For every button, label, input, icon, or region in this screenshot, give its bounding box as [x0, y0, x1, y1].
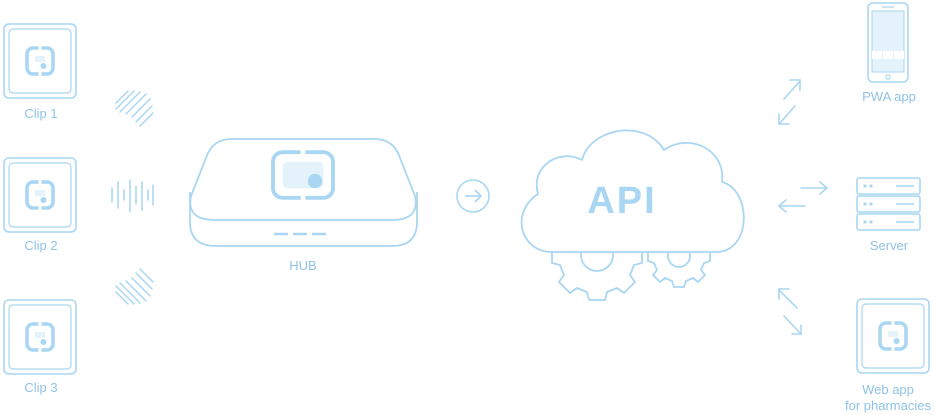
bidirectional-arrow-server-icon	[777, 181, 829, 213]
arrow-right-circle-icon	[456, 179, 490, 213]
clip1-device-icon	[4, 24, 76, 98]
clip2-device-icon	[4, 158, 76, 232]
bidirectional-arrow-pwa-icon	[778, 79, 801, 125]
phone-icon	[867, 2, 909, 83]
clip2-label: Clip 2	[24, 238, 58, 253]
webapp-tile-icon	[857, 299, 929, 373]
pwa-label: PWA app	[862, 89, 916, 104]
clip1-label: Clip 1	[24, 106, 58, 121]
hub-label: HUB	[289, 258, 317, 273]
cloud-api-icon	[520, 129, 745, 253]
bidirectional-arrow-webapp-icon	[778, 288, 802, 335]
webapp-label-line1: Web app	[862, 382, 914, 397]
hub-device-icon	[189, 138, 418, 247]
server-icon	[856, 177, 921, 231]
signal-waves-middle-icon	[111, 179, 154, 213]
clip3-device-icon	[4, 300, 76, 374]
server-label: Server	[869, 238, 909, 253]
signal-waves-bottom-icon	[115, 268, 154, 305]
webapp-label-line2: for pharmacies	[845, 398, 931, 413]
signal-waves-top-icon	[115, 90, 154, 127]
api-label: API	[587, 180, 657, 222]
clip3-label: Clip 3	[24, 380, 58, 395]
